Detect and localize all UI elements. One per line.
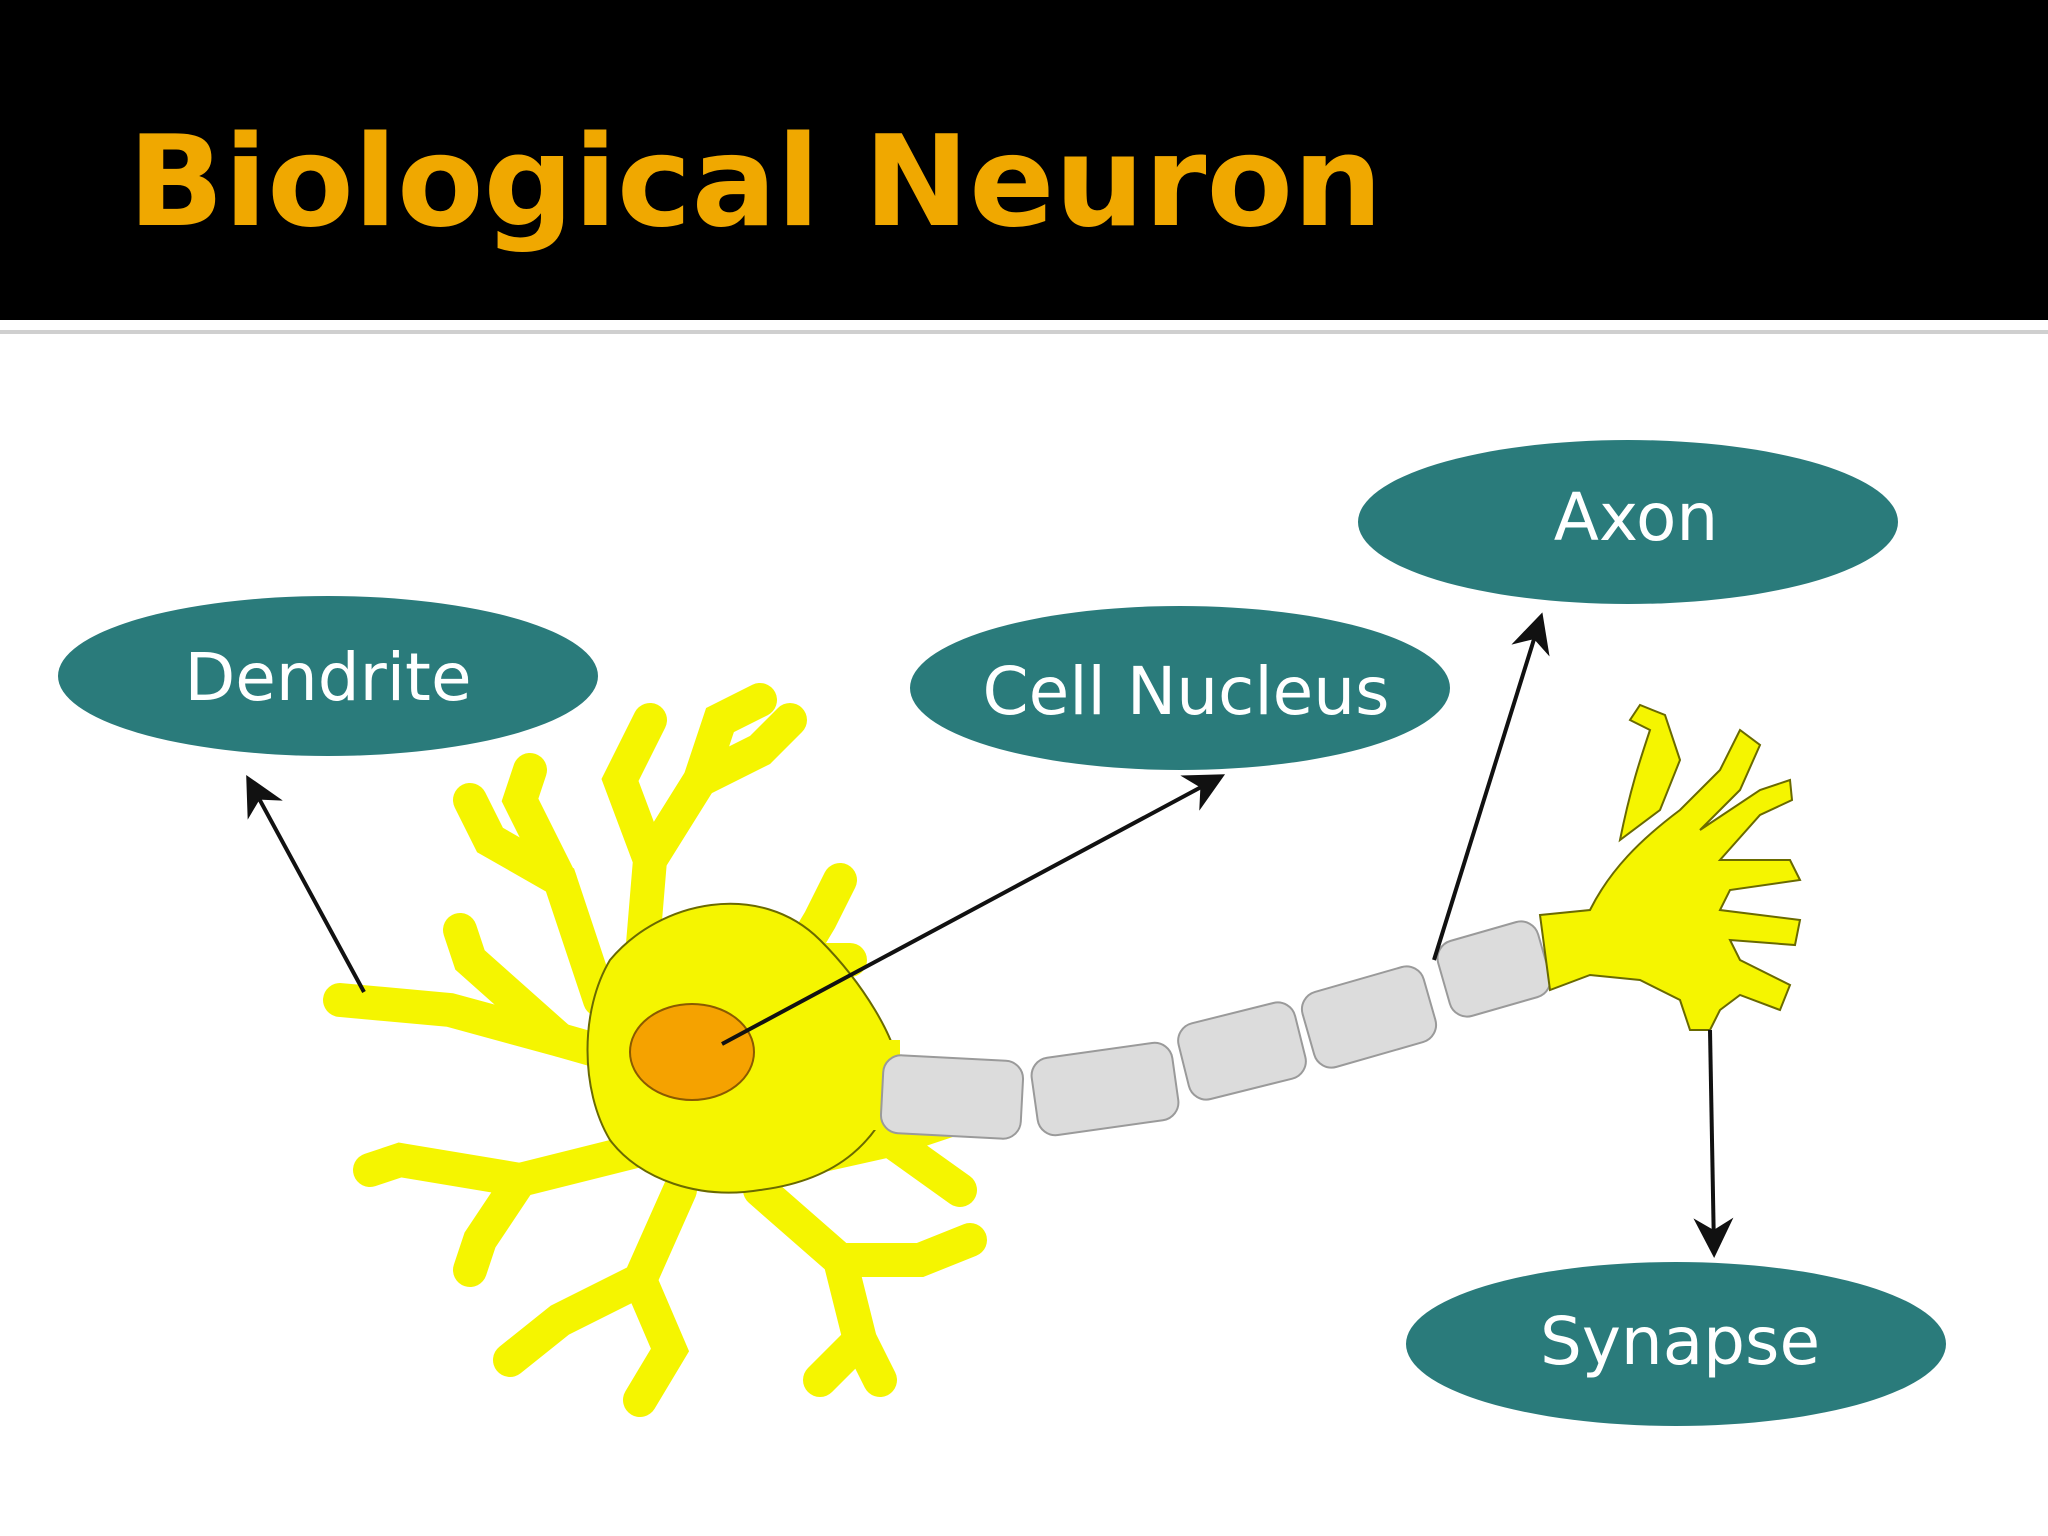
myelin-segment: [1436, 920, 1552, 1018]
myelin-segment: [1177, 1001, 1307, 1101]
nucleus-label: Cell Nucleus: [983, 653, 1390, 730]
label-nucleus: Cell Nucleus: [910, 606, 1450, 770]
dendrite-bubble: [58, 596, 598, 756]
arrow-to-nucleus: [721, 774, 1226, 1046]
synapse-label: Synapse: [1540, 1303, 1820, 1380]
dendrite-label: Dendrite: [184, 639, 471, 716]
label-axon: Axon: [1358, 440, 1898, 604]
arrow-to-synapse: [1693, 1029, 1734, 1258]
cell-nucleus: [629, 1003, 755, 1101]
arrow-to-dendrite: [246, 774, 366, 993]
synapse-bubble: [1406, 1262, 1946, 1426]
arrow-to-axon: [1432, 612, 1550, 961]
nucleus-bubble: [910, 606, 1450, 770]
myelin-segment: [879, 1054, 1025, 1140]
myelin-sheath: [879, 920, 1552, 1140]
myelin-segment: [1030, 1041, 1180, 1137]
label-synapse: Synapse: [1406, 1262, 1946, 1426]
pointer-arrows: [246, 612, 1734, 1258]
label-dendrite: Dendrite: [58, 596, 598, 756]
axon-terminal: [1538, 703, 1802, 1031]
myelin-segment: [1300, 965, 1438, 1069]
axon-label: Axon: [1554, 479, 1718, 556]
slide-title: Biological Neuron: [128, 108, 1383, 255]
title-bar: Biological Neuron: [0, 0, 2048, 320]
divider-line: [0, 330, 2048, 334]
axon-bubble: [1358, 440, 1898, 604]
